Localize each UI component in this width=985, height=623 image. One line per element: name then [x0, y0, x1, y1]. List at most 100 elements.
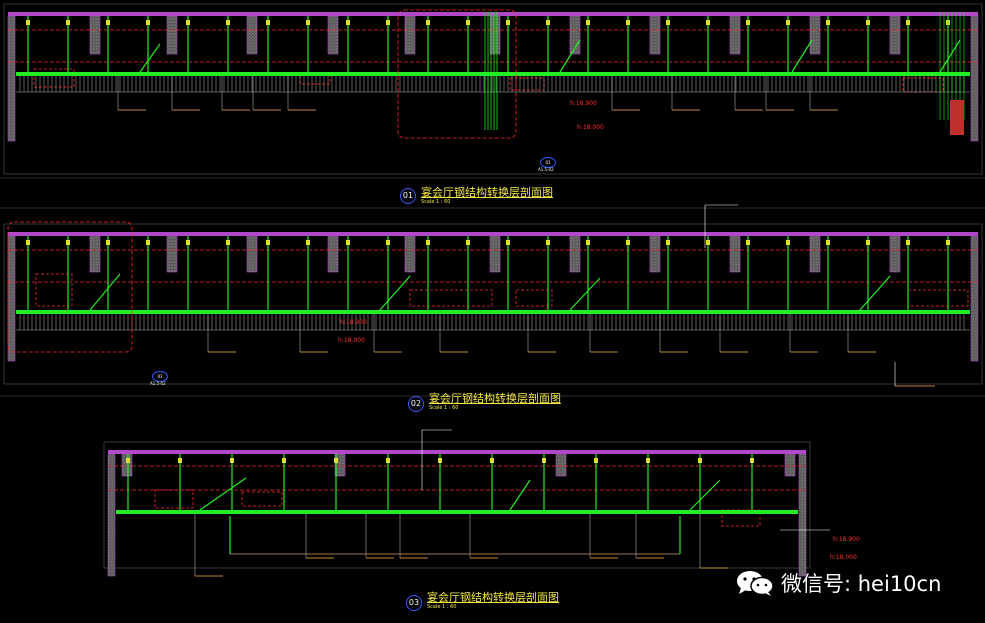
concrete-beam — [404, 15, 416, 55]
hanger-clip — [826, 20, 830, 25]
concrete-beam — [489, 235, 501, 273]
hanger-clip — [586, 20, 590, 25]
steel-brace — [89, 273, 121, 311]
hanger-clip — [386, 240, 390, 245]
dashed-box — [154, 489, 194, 509]
hanger-clip — [346, 240, 350, 245]
hanger-clip — [866, 240, 870, 245]
hanger-clip — [334, 458, 338, 463]
hanger-clip — [186, 20, 190, 25]
hanger-clip — [426, 20, 430, 25]
section-03-number: 03 — [406, 595, 422, 611]
hanger-clip — [466, 20, 470, 25]
dashed-callout-zone — [7, 221, 133, 353]
dashed-box — [721, 509, 761, 527]
hanger-clip — [186, 240, 190, 245]
dashed-box — [907, 289, 969, 307]
hanger-clip — [946, 240, 950, 245]
concrete-beam — [121, 453, 133, 477]
concrete-beam — [809, 235, 821, 273]
steel-brace — [139, 43, 161, 73]
section-ref-marker-01: 01 — [540, 157, 556, 168]
hanger-clip — [282, 458, 286, 463]
steel-brace — [379, 275, 411, 311]
wechat-watermark: 微信号: hei10cn — [735, 568, 941, 598]
section-02-level-high: h:18.900 — [340, 319, 367, 326]
section-03-drawing — [103, 429, 830, 577]
concrete-column-left — [107, 453, 116, 577]
concrete-column-left — [7, 15, 16, 142]
steel-brace — [569, 277, 601, 311]
hanger-clip — [506, 20, 510, 25]
concrete-column-left — [7, 235, 16, 362]
roof-slab — [108, 450, 806, 454]
concrete-beam — [784, 453, 796, 477]
hanger-clip — [906, 240, 910, 245]
steel-brace — [939, 39, 961, 73]
roof-slab — [8, 12, 978, 16]
hanger-clip — [106, 20, 110, 25]
concrete-beam — [649, 15, 661, 55]
hanger-clip — [666, 20, 670, 25]
concrete-beam — [729, 235, 741, 273]
hanger-clip — [546, 240, 550, 245]
hanger-clip — [750, 458, 754, 463]
concrete-beam — [166, 235, 178, 273]
hanger-clip — [706, 20, 710, 25]
steel-brace — [509, 479, 531, 511]
concrete-column-right — [970, 15, 979, 142]
concrete-beam — [889, 235, 901, 273]
concrete-beam — [327, 235, 339, 273]
section-ref-marker-02: 01 — [152, 371, 168, 382]
hanger-clip — [626, 240, 630, 245]
hanger-clip — [546, 20, 550, 25]
concrete-beam — [555, 453, 567, 477]
section-frame — [103, 441, 811, 569]
hanger-clip — [826, 240, 830, 245]
steel-brace — [199, 477, 247, 511]
dashed-box — [509, 77, 545, 91]
hanger-clip — [490, 458, 494, 463]
concrete-beam — [166, 15, 178, 55]
concrete-beam — [809, 15, 821, 55]
section-01-number: 01 — [400, 188, 416, 204]
hanger-clip — [146, 20, 150, 25]
section-02-number: 02 — [408, 396, 424, 412]
concrete-beam — [246, 235, 258, 273]
hanger-clip — [866, 20, 870, 25]
section-01-drawing — [0, 3, 985, 209]
hanger-clip — [306, 240, 310, 245]
hanger-clip — [594, 458, 598, 463]
dashed-box — [515, 289, 553, 307]
hanger-clip — [26, 20, 30, 25]
roof-slab — [8, 232, 978, 236]
hanger-clip — [230, 458, 234, 463]
dashed-box — [241, 491, 283, 507]
concrete-beam — [569, 15, 581, 55]
red-zone — [950, 100, 964, 135]
section-frame — [3, 223, 983, 385]
hanger-clip — [226, 240, 230, 245]
hanger-clip — [466, 240, 470, 245]
steel-transfer-beam — [16, 310, 970, 314]
steel-transfer-beam — [16, 72, 970, 76]
dashed-box — [902, 77, 944, 93]
hanger-clip — [666, 240, 670, 245]
hanger-clip — [266, 20, 270, 25]
concrete-beam — [404, 235, 416, 273]
hanger-clip — [786, 240, 790, 245]
concrete-beam — [649, 235, 661, 273]
section-03-level-high: h:18.900 — [833, 536, 860, 543]
section-03-scale: Scale 1 : 60 — [427, 604, 457, 610]
concrete-beam — [246, 15, 258, 55]
section-01-scale: Scale 1 : 60 — [421, 199, 451, 205]
concrete-beam — [729, 15, 741, 55]
hanger-clip — [106, 240, 110, 245]
hanger-clip — [626, 20, 630, 25]
section-ref-sheet-01: A1.5-02 — [538, 167, 554, 172]
section-01-title: 宴会厅钢结构转换层剖面图 — [421, 186, 553, 199]
hanger-clip — [426, 240, 430, 245]
steel-brace — [791, 39, 813, 73]
hanger-clip — [266, 240, 270, 245]
